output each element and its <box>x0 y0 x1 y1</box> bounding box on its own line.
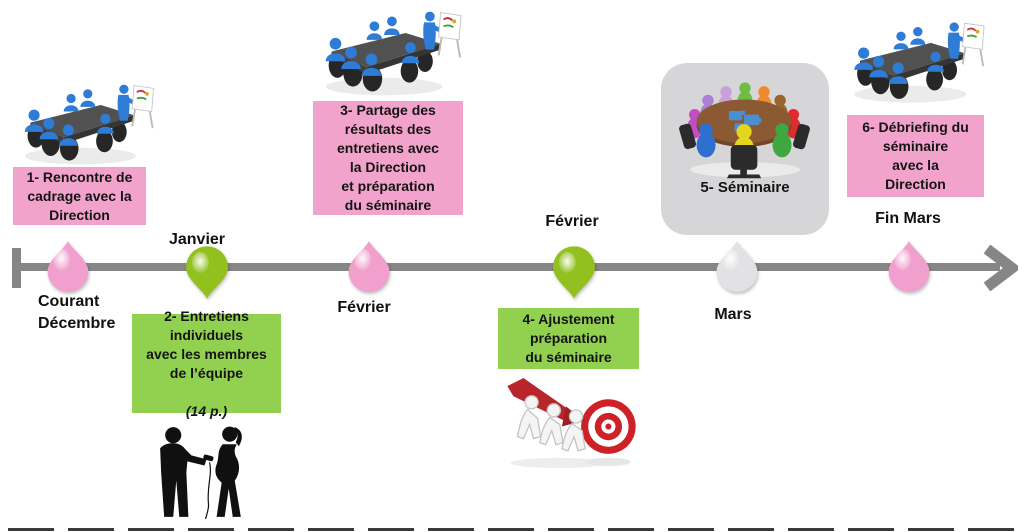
milestone-label-fevrier-2: Février <box>545 213 599 230</box>
milestone-label-mars: Mars <box>714 306 752 323</box>
step-2-box: 2- Entretiens individuels avec les membr… <box>132 308 281 419</box>
step-2-note: (14 p.) <box>185 402 228 419</box>
colorful-roundtable-puzzle-icon <box>671 71 819 183</box>
team-pushing-arrow-to-target-icon <box>503 374 640 470</box>
milestone-marker-fevrier-1 <box>348 240 390 292</box>
cropped-bottom-edge <box>8 528 1014 531</box>
milestone-label-fin-mars: Fin Mars <box>875 210 941 227</box>
step-3-box: 3- Partage des résultats des entretiens … <box>313 101 463 215</box>
milestone-marker-fevrier-2 <box>553 246 595 300</box>
step-3-label: 3- Partage des résultats des entretiens … <box>337 102 439 213</box>
step-5-label: 5- Séminaire <box>700 179 790 196</box>
step-4-label: 4- Ajustement préparation du séminaire <box>522 311 615 365</box>
team-meeting-flipchart-icon <box>845 12 985 112</box>
milestone-label-courant-decembre: Courant Décembre <box>38 293 116 332</box>
timeline-arrowhead-icon <box>983 244 1018 292</box>
milestone-label-janvier: Janvier <box>168 231 226 248</box>
milestone-marker-courant-decembre <box>47 240 89 292</box>
milestone-marker-mars <box>716 240 758 292</box>
milestone-label-fevrier-1: Février <box>337 299 391 316</box>
team-meeting-flipchart-icon <box>316 6 462 100</box>
step-5-box: 5- Séminaire <box>661 63 829 235</box>
step-2-label: 2- Entretiens individuels avec les membr… <box>146 307 267 381</box>
step-4-box: 4- Ajustement préparation du séminaire <box>498 308 639 369</box>
team-meeting-flipchart-icon <box>12 80 158 168</box>
step-1-box: 1- Rencontre de cadrage avec la Directio… <box>13 167 146 225</box>
step-6-label: 6- Débriefing du séminaire avec la Direc… <box>862 119 969 192</box>
timeline-axis <box>14 263 1000 271</box>
step-6-box: 6- Débriefing du séminaire avec la Direc… <box>847 115 984 197</box>
step-1-label: 1- Rencontre de cadrage avec la Directio… <box>26 168 133 223</box>
milestone-marker-fin-mars <box>888 240 930 292</box>
